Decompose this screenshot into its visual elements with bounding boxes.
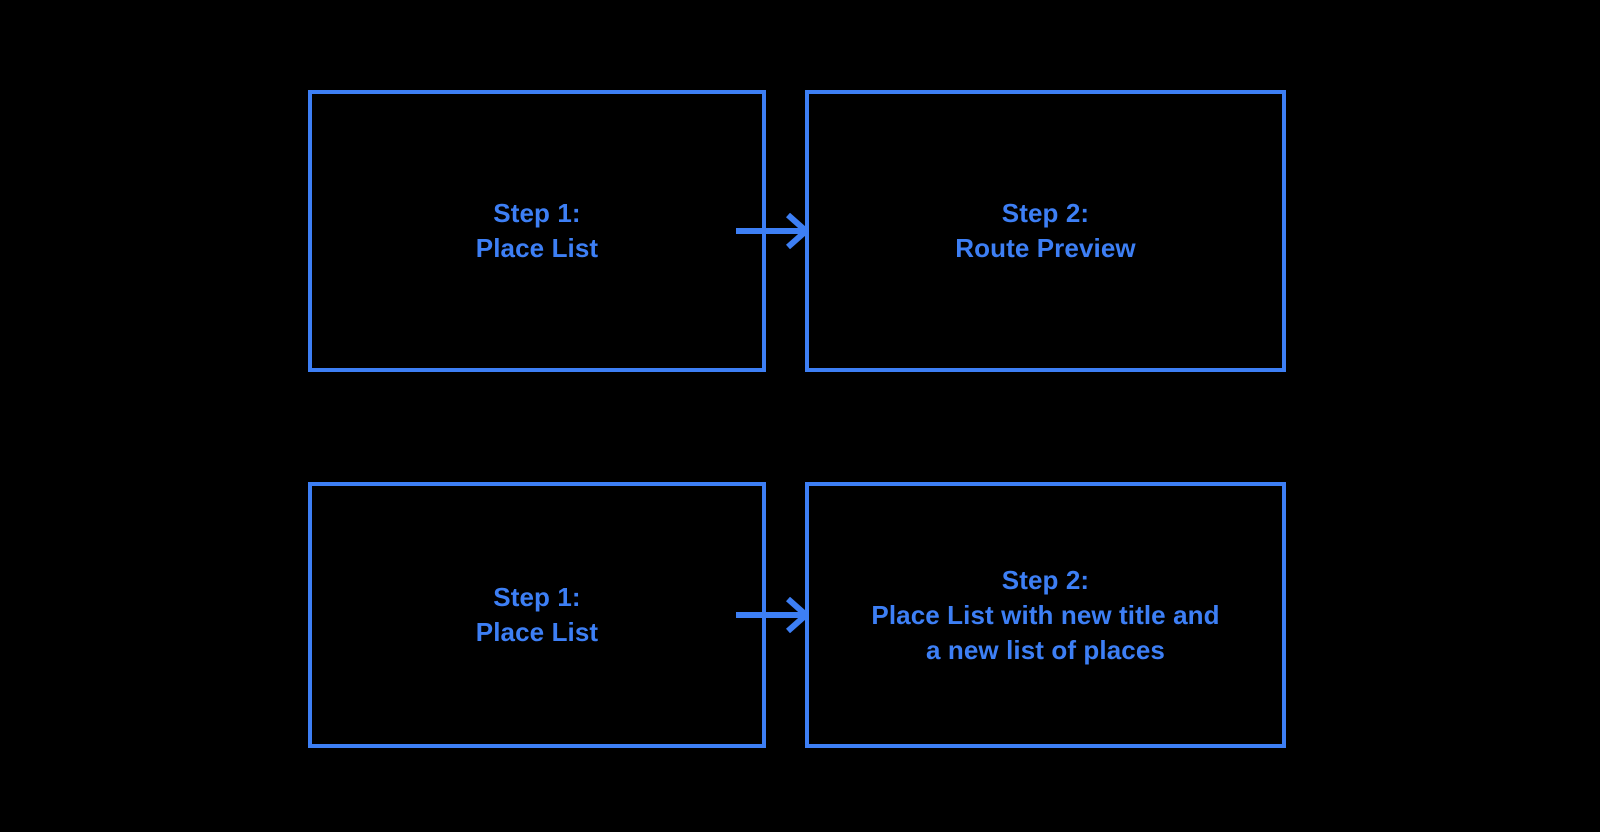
- flow-connector-bottom: [736, 597, 810, 633]
- flow-row-top: Step 1: Place List Step 2: Route Preview: [0, 90, 1600, 372]
- flow-box-label: Step 2: Route Preview: [955, 198, 1136, 263]
- flow-box-label: Step 1: Place List: [475, 198, 599, 263]
- flow-connector-top: [736, 213, 810, 249]
- flow-box-label: Step 2: Place List with new title and a …: [871, 564, 1220, 665]
- flow-box-bottom-step-1[interactable]: Step 1: Place List: [308, 482, 766, 748]
- flow-box-top-step-1[interactable]: Step 1: Place List: [308, 90, 766, 372]
- flow-row-bottom: Step 1: Place List Step 2: Place List wi…: [0, 482, 1600, 748]
- flow-box-bottom-step-2[interactable]: Step 2: Place List with new title and a …: [805, 482, 1286, 748]
- arrow-right-icon: [736, 597, 810, 633]
- arrow-right-icon: [736, 213, 810, 249]
- flow-box-label: Step 1: Place List: [475, 582, 599, 647]
- flow-box-top-step-2[interactable]: Step 2: Route Preview: [805, 90, 1286, 372]
